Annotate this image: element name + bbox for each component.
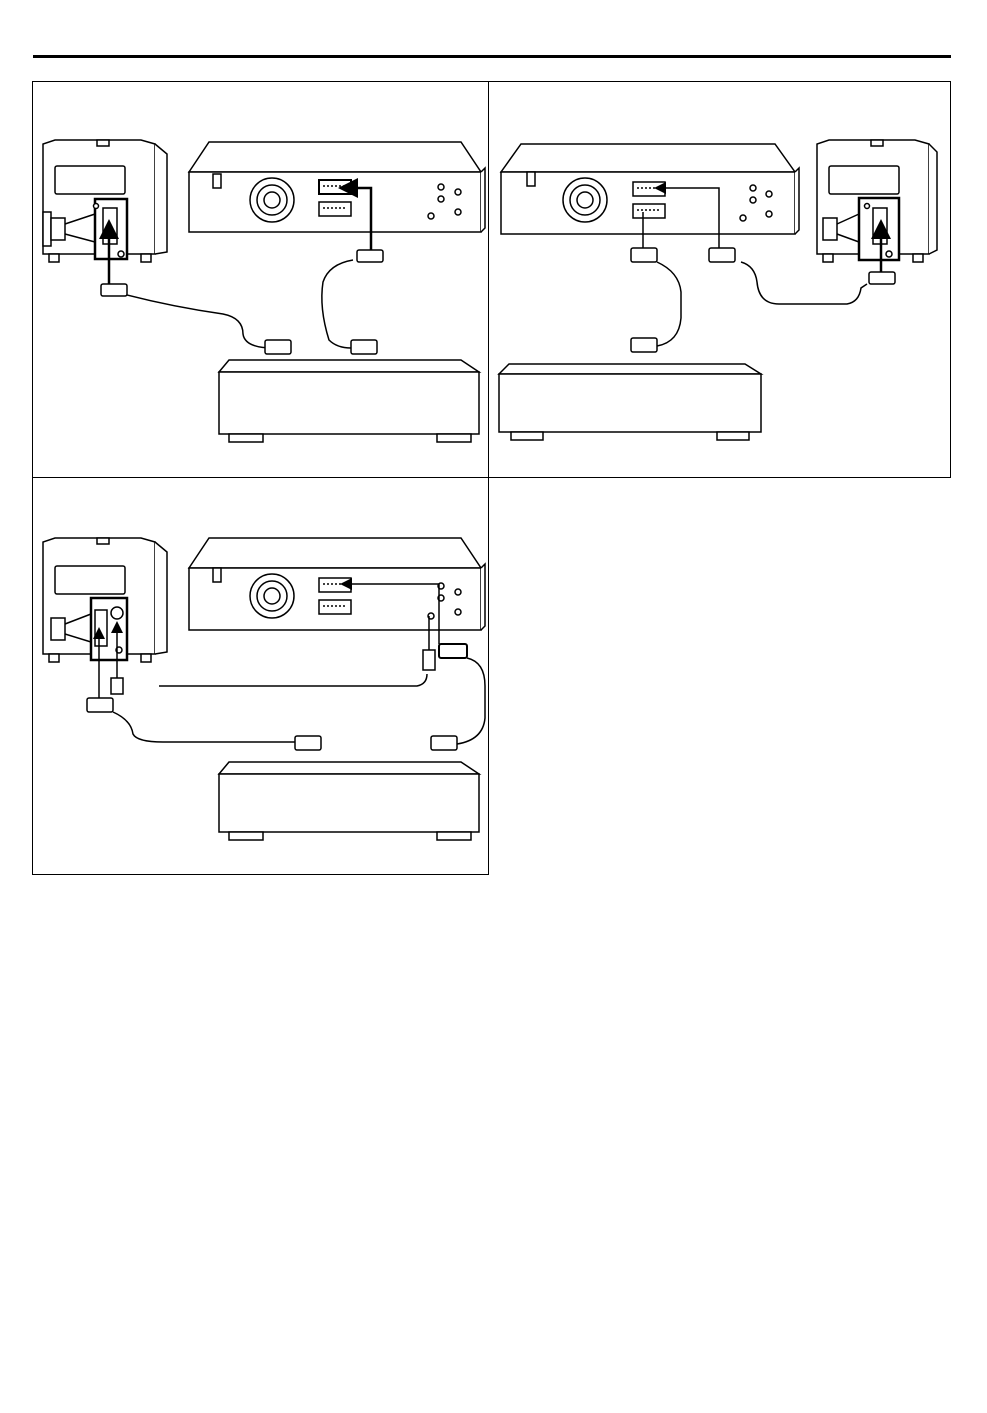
scart-plug-recorder-1 (709, 248, 735, 262)
scart-plug-device-1 (295, 736, 321, 750)
tv-rear-unit (43, 140, 167, 262)
recorder-rear-unit (501, 144, 799, 234)
svideo-plug-recorder (423, 650, 435, 670)
scart-plug-device-2 (351, 340, 377, 354)
connection-panel-b (488, 81, 951, 478)
scart-cable-2 (457, 658, 485, 744)
scart-cable-1 (657, 262, 681, 346)
svideo-cable (159, 674, 427, 686)
tv-rear-unit (817, 140, 937, 262)
scart-plug-device-1 (265, 340, 291, 354)
connection-panel-c (32, 477, 489, 875)
scart-plug-tv (101, 284, 127, 296)
scart-cable-2 (322, 260, 353, 348)
scart-plug-recorder (439, 644, 467, 658)
scart-cable-1 (123, 294, 273, 348)
tv-rear-unit (43, 538, 167, 662)
connection-panel-a (32, 81, 489, 478)
scart-cable-1 (113, 712, 295, 742)
panel-b-diagram (489, 82, 952, 479)
scart-cable-2 (741, 262, 867, 304)
scart-plug-recorder (357, 250, 383, 262)
external-device (219, 762, 479, 840)
scart-plug-recorder-2 (631, 248, 657, 262)
panel-c-diagram (33, 478, 490, 876)
svideo-plug-tv (111, 678, 123, 694)
recorder-rear-unit (189, 538, 485, 630)
recorder-rear-unit (189, 142, 485, 232)
panel-a-diagram (33, 82, 490, 479)
external-device (219, 360, 479, 442)
scart-plug-tv (87, 698, 113, 712)
header-rule (33, 55, 951, 58)
scart-plug-device (631, 338, 657, 352)
scart-plug-tv (869, 272, 895, 284)
external-device (499, 364, 761, 440)
scart-plug-device-2 (431, 736, 457, 750)
